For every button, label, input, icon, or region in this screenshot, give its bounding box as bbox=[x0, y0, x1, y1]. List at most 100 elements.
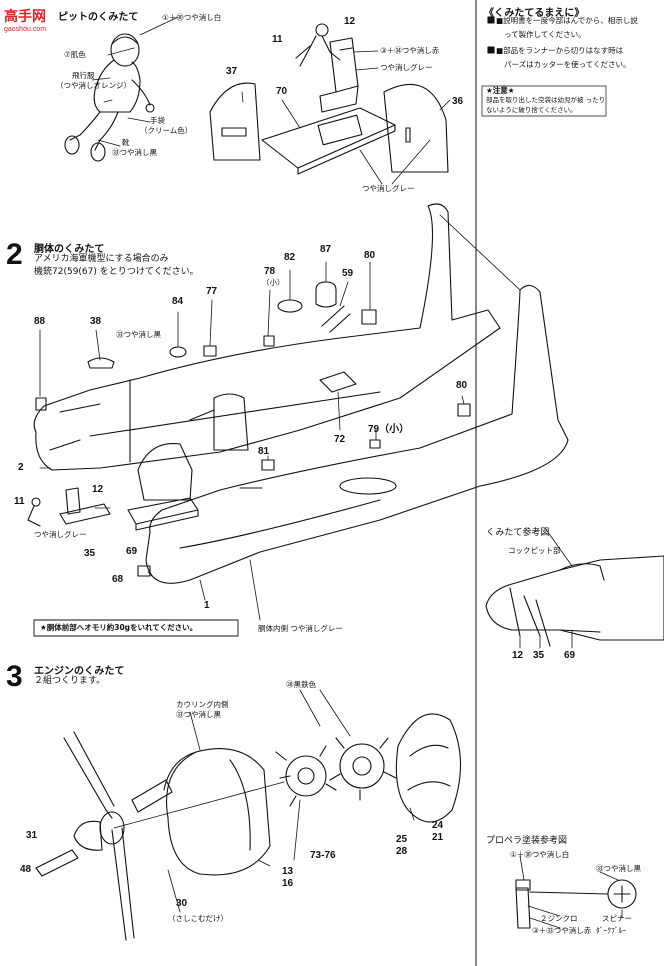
part-88-shape bbox=[35, 397, 47, 411]
note-white: ①＋㉚つや消し白 bbox=[162, 13, 222, 22]
step3-title: エンジンのくみたて bbox=[34, 666, 125, 677]
step2-note-black: ㉝つや消し黒 bbox=[116, 330, 161, 339]
part-label-87: 87 bbox=[320, 244, 332, 255]
canopy-part bbox=[189, 393, 249, 451]
step3-note-cowl-black: ㉝つや消し黒 bbox=[176, 710, 221, 719]
note-cream: （クリーム色） bbox=[140, 126, 193, 135]
step2-line2: 機銃72(59(67) をとりつけてください。 bbox=[34, 267, 199, 277]
part-label-25: 25 bbox=[396, 834, 408, 845]
watermark: 高手网 gaoshou.com bbox=[4, 6, 46, 33]
part-label-77: 77 bbox=[206, 286, 218, 297]
part-68-shape bbox=[137, 565, 151, 577]
nose-cowl-part bbox=[137, 442, 193, 501]
reference-part-12: 12 bbox=[512, 650, 524, 661]
step1-title: ピットのくみたて bbox=[58, 12, 139, 23]
part-label-31: 31 bbox=[26, 830, 38, 841]
side-panel-36 bbox=[383, 83, 449, 173]
caution-line2: ないように破り捨てください。 bbox=[486, 106, 577, 114]
note-boots: 靴 bbox=[122, 138, 130, 147]
cockpit-deck-69 bbox=[127, 497, 199, 531]
seat-part bbox=[319, 37, 359, 113]
part-80b-shape bbox=[457, 403, 471, 417]
sidebar-bullet2-b: パーズはカッターを使ってください。 bbox=[504, 60, 631, 69]
part-label-82: 82 bbox=[284, 252, 296, 263]
cowl-front-part bbox=[395, 713, 462, 823]
sidebar-bullet1-b: って製作してください。 bbox=[504, 30, 586, 39]
part-label-21: 21 bbox=[432, 832, 444, 843]
step2-line1: アメリカ海軍機型にする場合のみ bbox=[34, 254, 169, 264]
part-77-shape bbox=[203, 345, 217, 357]
part-label-69: 69 bbox=[126, 546, 138, 557]
reference-fuselage bbox=[485, 555, 664, 647]
note-flightsuit: 飛行服 bbox=[72, 71, 95, 80]
part-label-59: 59 bbox=[342, 268, 354, 279]
part-label-80-top: 80 bbox=[364, 250, 376, 261]
sidebar-heading: 《くみたてるまえに》 bbox=[484, 8, 585, 19]
caution-box bbox=[481, 85, 607, 117]
prop-note-zinc: ２ジンクロ bbox=[540, 914, 578, 923]
cowling-part bbox=[163, 748, 271, 876]
reference-cockpit-label: コックピット部 bbox=[508, 546, 561, 555]
part-81-shape bbox=[261, 459, 275, 471]
part-label-11: 11 bbox=[272, 34, 283, 45]
part-label-78: 78 bbox=[264, 266, 276, 277]
part-label-84: 84 bbox=[172, 296, 184, 307]
bullet-square-2 bbox=[487, 46, 495, 54]
note-red: ③＋㉞つや消し赤 bbox=[380, 46, 440, 55]
reference-title: くみたて参考図 bbox=[486, 528, 550, 538]
part-label-1: 1 bbox=[204, 600, 210, 611]
part-label-79: 79（小） bbox=[368, 424, 410, 435]
cockpit-floor-part bbox=[261, 107, 396, 175]
step3-number: 3 bbox=[6, 660, 23, 693]
part-label-68: 68 bbox=[112, 574, 124, 585]
note-gloves: 手袋 bbox=[150, 116, 165, 125]
small-pilot-figure bbox=[295, 23, 341, 67]
prop-note-darkblue: ﾀﾞｰｸﾌﾞﾙｰ bbox=[596, 926, 626, 935]
prop-note-white: ①＋㉚つや消し白 bbox=[510, 850, 570, 859]
part-label-24: 24 bbox=[432, 820, 444, 831]
part-38-shape bbox=[87, 357, 115, 369]
prop-note-black: ㉝つや消し黒 bbox=[596, 864, 641, 873]
part-label-88: 88 bbox=[34, 316, 46, 327]
prop-reference-title: プロペラ塗装参考図 bbox=[486, 836, 568, 846]
step2-warning: ★胴体前部へオモリ約30gをいれてください。 bbox=[40, 623, 198, 632]
exhaust-part bbox=[131, 779, 173, 813]
part-label-70: 70 bbox=[276, 86, 288, 97]
part-label-73-76: 73-76 bbox=[310, 850, 336, 861]
prop-note-red: ③＋㉝つや消し赤 bbox=[532, 926, 592, 935]
part-label-35: 35 bbox=[84, 548, 96, 559]
step3-note-cowl-inner: カウリング内側 bbox=[176, 700, 229, 709]
propeller-paint-reference bbox=[515, 879, 637, 929]
part-label-16: 16 bbox=[282, 878, 294, 889]
part-82-shape bbox=[277, 299, 303, 313]
part-label-28: 28 bbox=[396, 846, 408, 857]
part-label-80-right: 80 bbox=[456, 380, 468, 391]
part-59-shape bbox=[321, 305, 351, 333]
engine-rear-row bbox=[275, 745, 337, 807]
seat-pilot-11-12 bbox=[27, 487, 111, 527]
part-label-36: 36 bbox=[452, 96, 464, 107]
sidebar-bullet1-a: ■説明書を一度今部はんでから、相示し説 bbox=[496, 16, 638, 25]
step2-note-grey: つや消しグレー bbox=[34, 530, 87, 539]
step2-title: 胴体のくみたて bbox=[34, 244, 105, 255]
step3-note-insert: （さしこむだけ） bbox=[168, 914, 228, 923]
part-label-72: 72 bbox=[334, 434, 346, 445]
note-skin: ⑦肌色 bbox=[64, 50, 86, 59]
part-label-30: 30 bbox=[176, 898, 188, 909]
step3-subtitle: ２組つくります。 bbox=[34, 676, 106, 686]
part-label-2: 2 bbox=[18, 462, 24, 473]
part-label-13: 13 bbox=[282, 866, 294, 877]
part-79-shape bbox=[369, 439, 381, 449]
side-panel-37 bbox=[209, 82, 261, 161]
part-label-12: 12 bbox=[344, 16, 356, 27]
step2-number: 2 bbox=[6, 238, 23, 271]
part-72-shape bbox=[319, 371, 357, 393]
watermark-sub: gaoshou.com bbox=[4, 26, 47, 33]
part-87-shape bbox=[315, 281, 337, 308]
part-78-shape bbox=[263, 335, 275, 347]
spinner-part bbox=[73, 811, 125, 851]
part-label-78-small: （小） bbox=[262, 278, 285, 287]
sidebar-bullet2-a: ■部品をランナーから切りはなす時は bbox=[496, 46, 624, 55]
part-label-12: 12 bbox=[92, 484, 104, 495]
